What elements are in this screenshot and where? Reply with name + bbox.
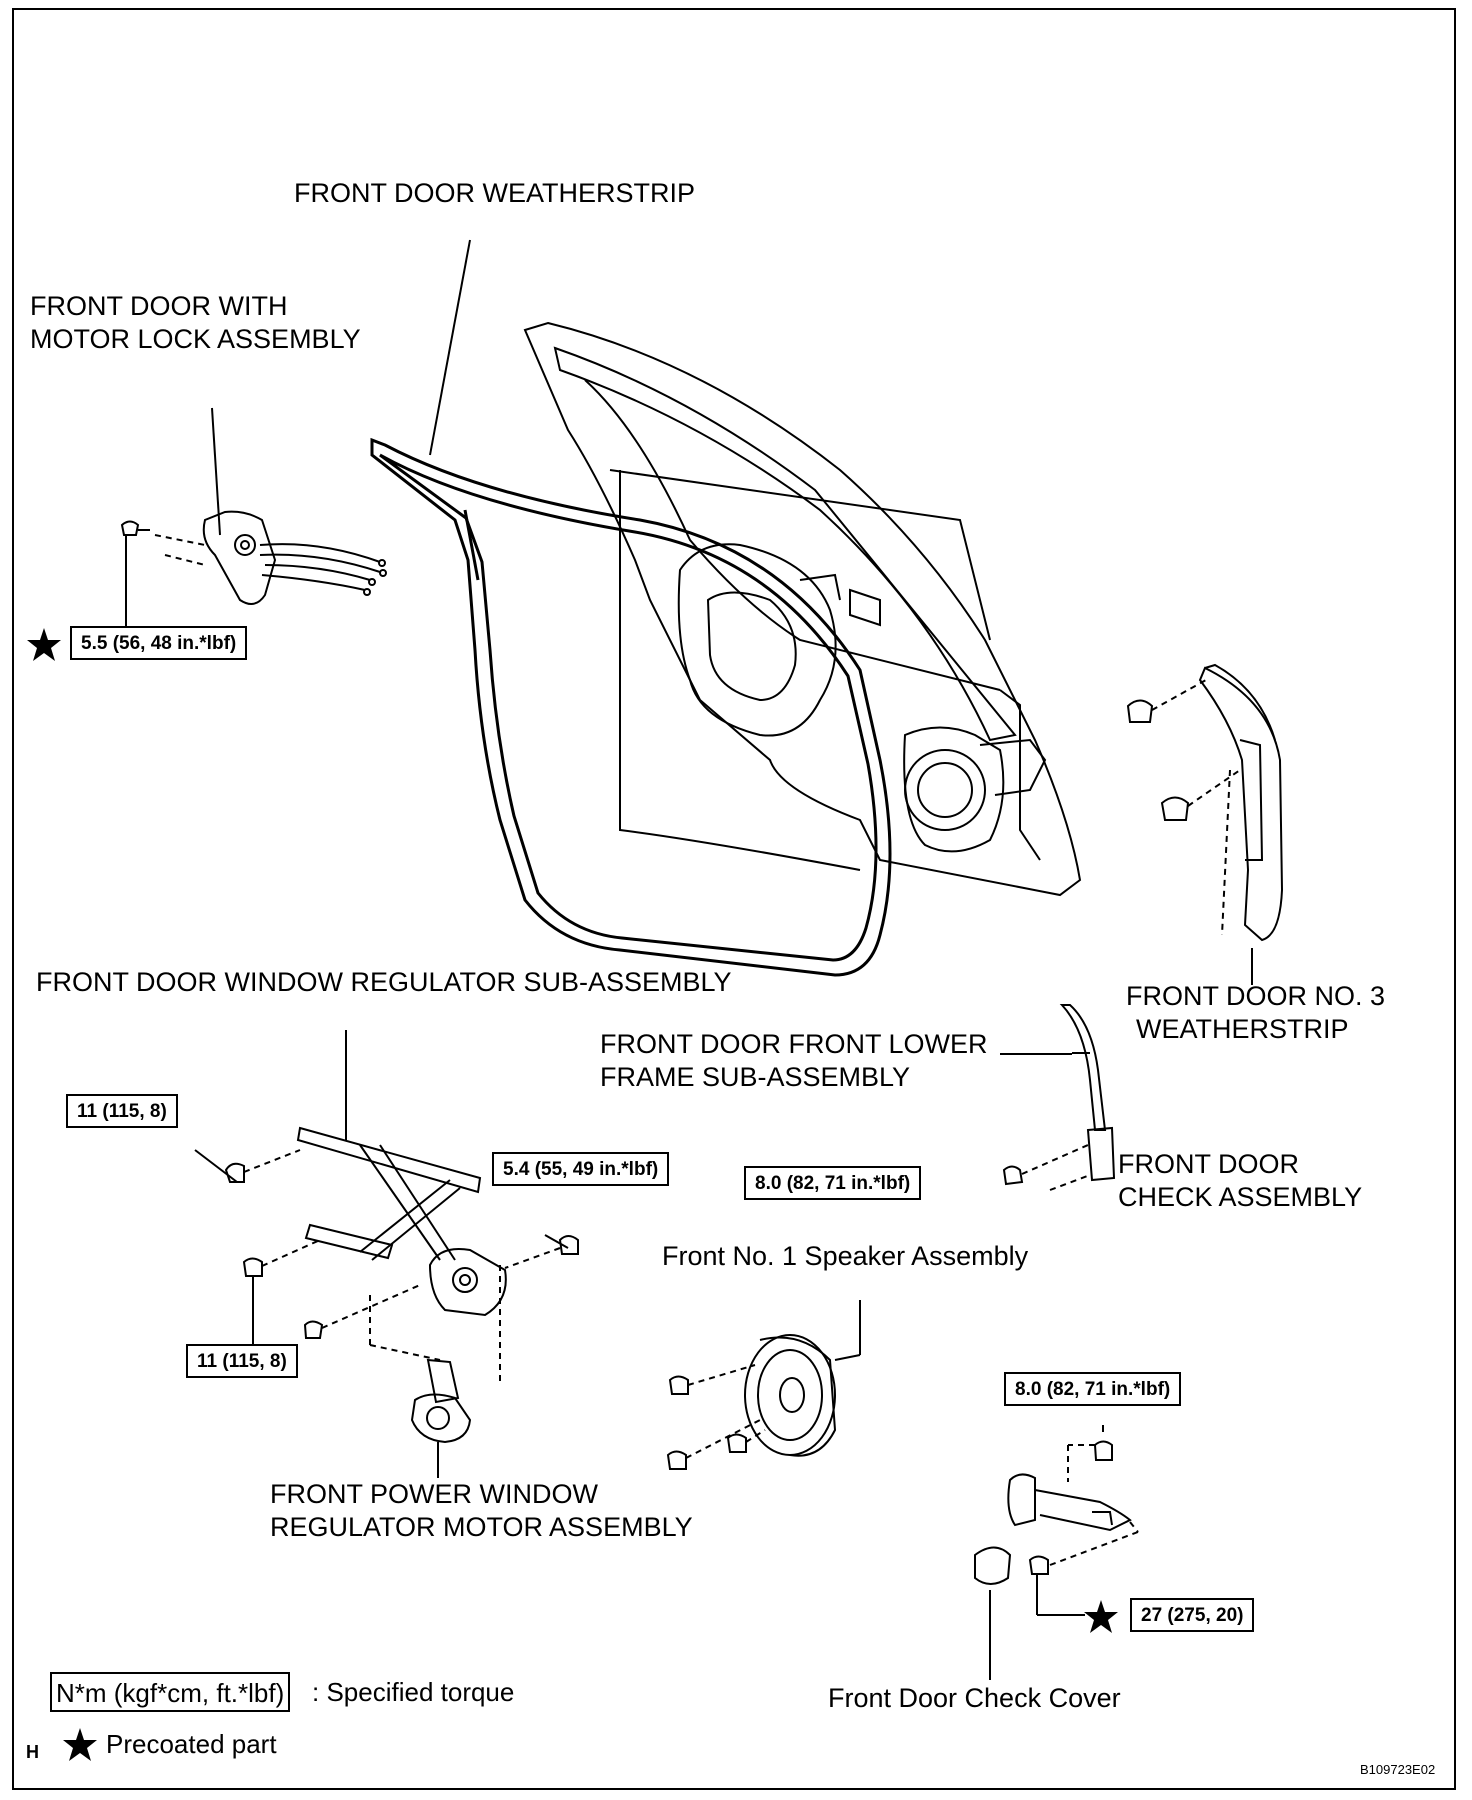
corner-letter: H	[26, 1742, 39, 1762]
door-panel	[523, 321, 1082, 897]
torque-door-check-top: 8.0 (82, 71 in.*lbf)	[1004, 1372, 1182, 1406]
weatherstrip-seal	[370, 437, 892, 977]
legend-precoated-text: Precoated part	[106, 1729, 277, 1759]
speaker-part	[666, 1300, 861, 1470]
window-regulator-label: FRONT DOOR WINDOW REGULATOR SUB-ASSEMBLY	[36, 967, 732, 997]
torque-regulator-lower: 11 (115, 8)	[186, 1344, 298, 1378]
precoated-star-icon	[27, 628, 61, 661]
door-check-label: FRONT DOOR CHECK ASSEMBLY	[1118, 1149, 1363, 1212]
motor-lock-part	[120, 407, 387, 640]
torque-motor-lock: 5.5 (56, 48 in.*lbf)	[70, 626, 248, 660]
weatherstrip-label: FRONT DOOR WEATHERSTRIP	[294, 178, 696, 208]
regulator-motor-label: FRONT POWER WINDOW REGULATOR MOTOR ASSEM…	[270, 1479, 693, 1542]
legend-torque-box: N*m (kgf*cm, ft.*lbf)	[50, 1672, 291, 1712]
figure-code: B109723E02	[1360, 1762, 1436, 1777]
weatherstrip-leader	[429, 239, 471, 456]
door-check-part	[974, 1425, 1139, 1680]
legend-star-icon	[63, 1728, 97, 1761]
torque-door-check-bottom: 27 (275, 20)	[1130, 1598, 1255, 1632]
torque-regulator-right: 5.4 (55, 49 in.*lbf)	[492, 1152, 670, 1186]
front-lower-frame-label: FRONT DOOR FRONT LOWER FRAME SUB-ASSEMBL…	[600, 1029, 988, 1092]
legend-torque-text: : Specified torque	[312, 1677, 515, 1707]
torque-lower-frame: 8.0 (82, 71 in.*lbf)	[744, 1166, 922, 1200]
torque-regulator-upper: 11 (115, 8)	[66, 1094, 178, 1128]
check-cover-label: Front Door Check Cover	[828, 1683, 1121, 1713]
motor-lock-label: FRONT DOOR WITH MOTOR LOCK ASSEMBLY	[30, 291, 361, 354]
speaker-label: Front No. 1 Speaker Assembly	[662, 1241, 1029, 1271]
diagram-frame	[12, 8, 1456, 1790]
window-regulator-part	[194, 1030, 579, 1478]
no3-weatherstrip-label: FRONT DOOR NO. 3 WEATHERSTRIP	[1126, 981, 1386, 1044]
precoated-star-icon-2	[1084, 1600, 1118, 1633]
front-lower-frame-part	[1000, 1004, 1116, 1191]
no3-weatherstrip-part	[1126, 663, 1284, 985]
